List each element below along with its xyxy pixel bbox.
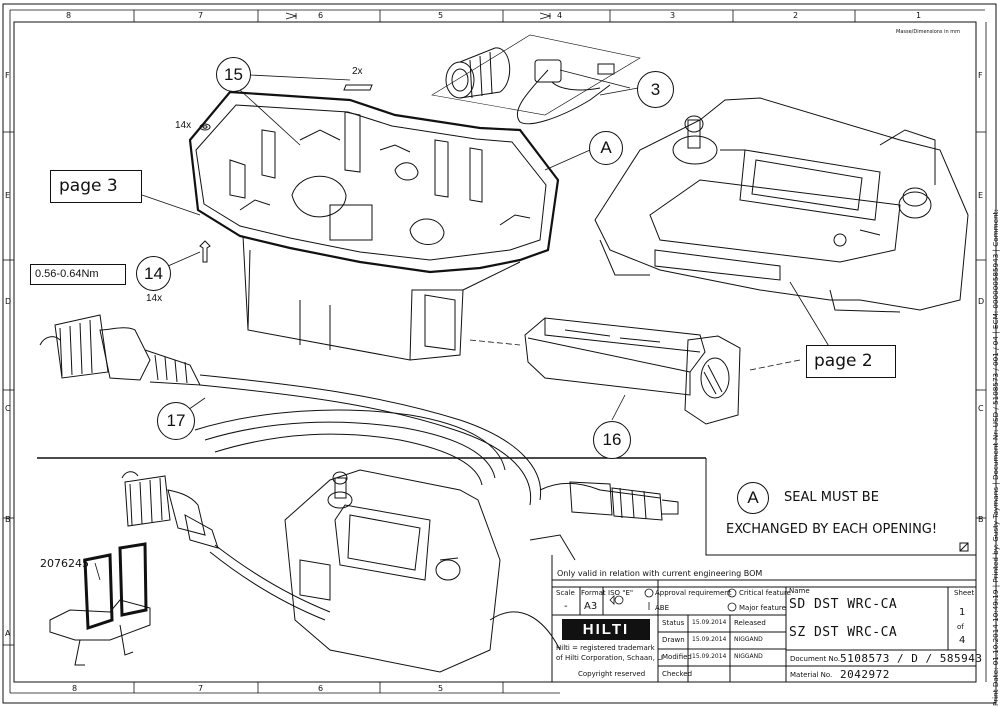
trademark-line-1: Hilti = registered trademark xyxy=(556,644,655,652)
page-3-ref: page 3 xyxy=(50,170,142,203)
zone-left-d: D xyxy=(5,297,12,306)
row-status-label: Status xyxy=(662,619,685,627)
zone-right-e: E xyxy=(978,191,984,200)
trademark-line-2: of Hilti Corporation, Schaan, LI xyxy=(556,654,663,662)
zone-bottom-7: 7 xyxy=(198,684,204,693)
row-modified-label: Modified xyxy=(662,653,692,661)
document-no-label: Document No. xyxy=(790,655,841,663)
document-no-value: 5108573 / D / 585943 xyxy=(840,652,983,665)
material-no-label: Material No. xyxy=(790,671,833,679)
zone-left-e: E xyxy=(5,191,11,200)
major-feature: Major feature xyxy=(739,604,786,612)
qty-14x-washer: 14x xyxy=(175,120,192,131)
format-label: Format xyxy=(581,589,606,597)
qty-14x-screw: 14x xyxy=(146,293,163,304)
zone-bottom-6: 6 xyxy=(318,684,324,693)
zone-left-f: F xyxy=(5,71,10,80)
sheet-of: of xyxy=(957,623,964,631)
callout-14: 14 xyxy=(136,256,171,291)
callout-17: 17 xyxy=(157,402,195,440)
callout-15: 15 xyxy=(216,57,251,92)
name-line-1: SD DST WRC-CA xyxy=(789,597,898,612)
callout-3: 3 xyxy=(637,71,674,108)
print-info-strip: Print Date: 01.10.2014 10:49:19 | Printe… xyxy=(991,209,1000,706)
zone-top-8: 8 xyxy=(66,11,72,20)
scale-value: - xyxy=(564,601,568,612)
zone-bottom-8: 8 xyxy=(72,684,78,693)
title-block-lines xyxy=(551,458,976,682)
zone-ticks xyxy=(3,9,987,694)
abe-label: ABE xyxy=(655,604,670,612)
page-3-label: page 3 xyxy=(59,176,118,196)
zone-right-d: D xyxy=(978,297,985,306)
note-a-marker: A xyxy=(737,482,769,514)
zone-top-5: 5 xyxy=(438,11,444,20)
cable-drawing xyxy=(39,314,679,521)
sheet-total: 4 xyxy=(959,635,966,646)
zone-right-f: F xyxy=(978,71,983,80)
zone-top-3: 3 xyxy=(670,11,676,20)
page-2-label: page 2 xyxy=(814,351,873,371)
row-drawn-value: NIGGAND xyxy=(734,636,763,643)
row-status-value: Released xyxy=(734,619,766,627)
connector-part-3 xyxy=(431,34,641,125)
material-no-value: 2042972 xyxy=(840,668,890,681)
zone-right-c: C xyxy=(978,404,984,413)
note-line-2: EXCHANGED BY EACH OPENING! xyxy=(726,522,938,537)
feature-symbols xyxy=(609,588,737,612)
format-value: A3 xyxy=(584,601,598,612)
zone-left-b: B xyxy=(5,515,11,524)
row-modified-date: 15.09.2014 xyxy=(692,653,727,660)
name-label: Name xyxy=(789,587,810,595)
zone-left-c: C xyxy=(5,404,11,413)
torque-spec: 0.56-0.64Nm xyxy=(30,264,126,285)
row-modified-value: NIGGAND xyxy=(734,653,763,660)
row-checked-label: Checked xyxy=(662,670,693,678)
approval-requirement: Approval requirement xyxy=(655,589,732,597)
housing-drawing xyxy=(188,90,560,361)
critical-feature: Critical feature xyxy=(739,589,791,597)
zone-top-1: 1 xyxy=(916,11,922,20)
name-line-2: SZ DST WRC-CA xyxy=(789,625,898,640)
zone-left-a: A xyxy=(5,629,11,638)
zone-top-4: 4 xyxy=(557,11,563,20)
zone-top-7: 7 xyxy=(198,11,204,20)
page-2-ref: page 2 xyxy=(806,345,896,378)
copyright: Copyright reserved xyxy=(578,670,646,678)
outer-frame xyxy=(2,3,997,704)
sheet-number: 1 xyxy=(959,607,966,618)
zone-bottom-5: 5 xyxy=(438,684,444,693)
hilti-logo-text: HILTI xyxy=(582,621,630,638)
hilti-logo: HILTI xyxy=(562,619,650,640)
callout-a: A xyxy=(589,131,623,165)
zone-right-b: B xyxy=(978,515,984,524)
leader-lines xyxy=(94,69,831,581)
torque-label: 0.56-0.64Nm xyxy=(35,268,99,280)
row-drawn-date: 15.09.2014 xyxy=(692,636,727,643)
inner-frame xyxy=(13,21,977,683)
validity-note: Only valid in relation with current engi… xyxy=(557,569,763,578)
remote-drawing xyxy=(594,97,969,313)
row-status-date: 15.09.2014 xyxy=(692,619,727,626)
iso-label: ISO "E" xyxy=(608,589,634,597)
zone-top-2: 2 xyxy=(793,11,799,20)
note-line-1: SEAL MUST BE xyxy=(784,490,879,505)
screw-washer xyxy=(199,84,373,263)
assembly-drawing xyxy=(49,469,576,673)
zone-top-6: 6 xyxy=(318,11,324,20)
sheet-label: Sheet xyxy=(954,589,975,597)
dimensions-note: Masse/Dimensions in mm xyxy=(896,29,961,35)
callout-16: 16 xyxy=(593,421,631,459)
battery-drawing xyxy=(524,317,741,425)
part-number-label: 2076245 xyxy=(40,557,89,570)
scale-label: Scale xyxy=(556,589,575,597)
row-drawn-label: Drawn xyxy=(662,636,685,644)
qty-2x: 2x xyxy=(352,66,363,77)
